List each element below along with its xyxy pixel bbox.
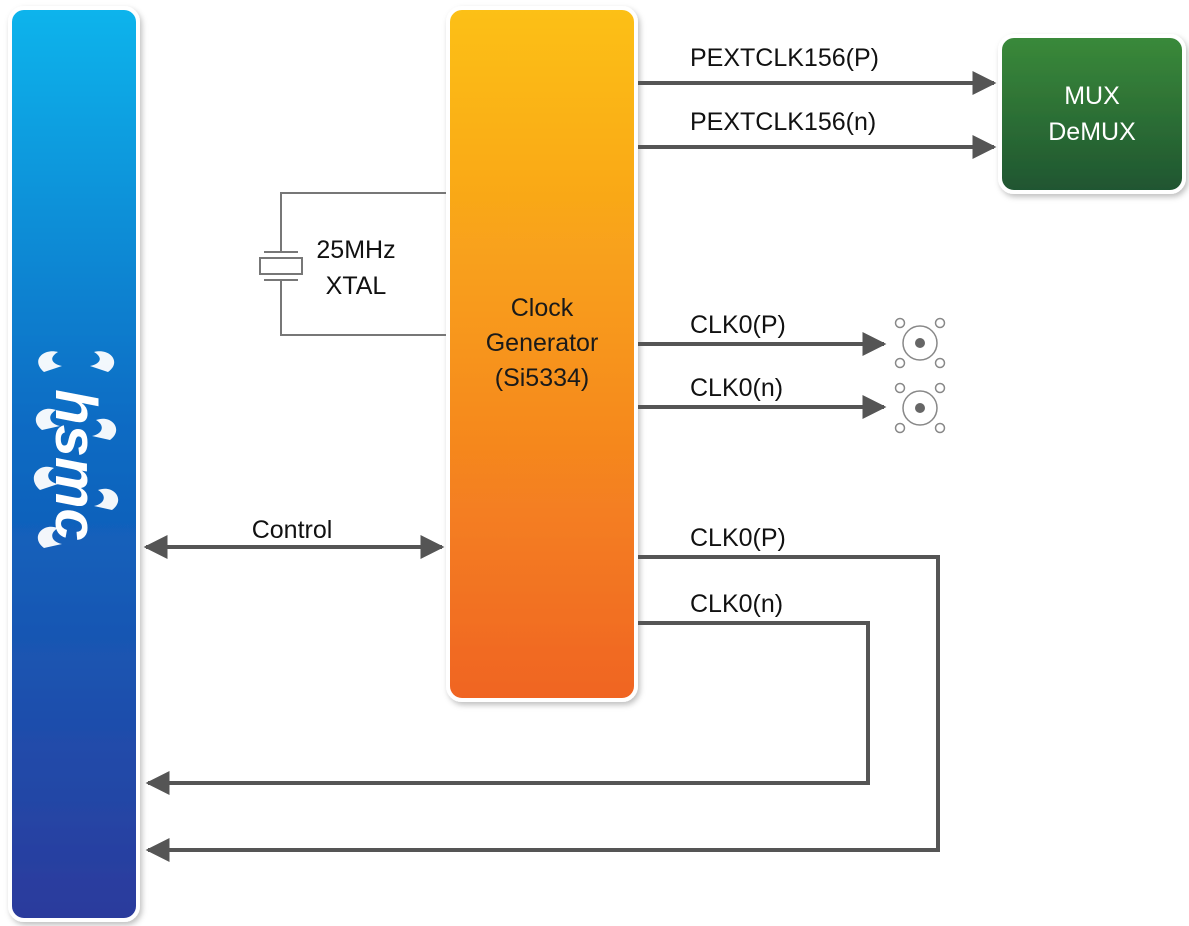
crystal-label-line2: XTAL (326, 272, 387, 300)
mux-demux-label-line1: MUX (1064, 82, 1120, 110)
mux-demux-block (998, 34, 1186, 194)
sma-connector-icon (894, 382, 946, 434)
pextclk-n-label: PEXTCLK156(n) (690, 108, 876, 136)
clk0-p-sma-label: CLK0(P) (690, 311, 786, 339)
flame-icon (33, 351, 119, 548)
hsmc-block (8, 6, 140, 922)
clock-generator-label-line1: Clock (511, 294, 574, 322)
clk0-p-hsmc-line (145, 555, 940, 862)
clk0-n-hsmc-line (145, 621, 870, 795)
clock-generator-label-line2: Generator (486, 329, 599, 357)
clock-generator-block (446, 6, 638, 702)
clock-generator-label-line3: (Si5334) (495, 364, 590, 392)
pextclk-p-label: PEXTCLK156(P) (690, 44, 879, 72)
crystal-label-line1: 25MHz (316, 236, 395, 264)
clk0-n-sma-label: CLK0(n) (690, 374, 783, 402)
control-label: Control (252, 516, 333, 544)
sma-connector-icon (894, 317, 946, 369)
clk0-n-hsmc-label: CLK0(n) (690, 590, 783, 618)
hsmc-logo: hsmc (43, 389, 108, 541)
crystal-circuit (259, 192, 446, 336)
clk0-p-hsmc-label: CLK0(P) (690, 524, 786, 552)
mux-demux-label-line2: DeMUX (1048, 118, 1136, 146)
hsmc-logo-text: hsmc (43, 389, 108, 541)
